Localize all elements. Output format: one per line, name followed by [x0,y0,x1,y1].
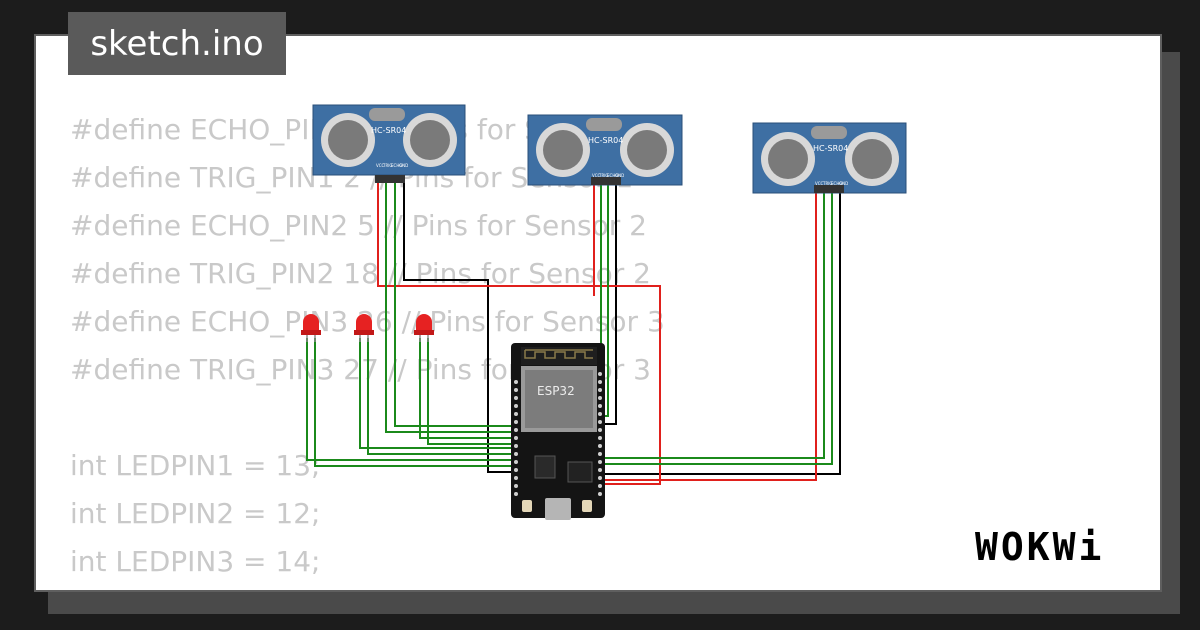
code-line: int LEDPIN3 = 14; [70,545,321,578]
pin-label: ECHO [607,173,618,178]
pin-label: TRIG [598,173,609,178]
crystal-icon [369,108,405,121]
crystal-icon [586,118,622,131]
ultrasonic-sensor-3[interactable]: HC-SR04 VCC TRIG ECHO GND [752,122,907,194]
wire-echo-sensor2 [604,182,609,417]
button-boot-icon [522,500,532,512]
antenna-icon [524,349,593,359]
led-1[interactable] [301,314,321,342]
wire-led2-cathode [367,338,515,455]
transducer-mesh-icon [852,139,892,179]
wire-gnd-sensor3 [604,192,841,475]
code-line: int LEDPIN1 = 13; [70,449,321,482]
transducer-mesh-icon [768,139,808,179]
usb-connector [545,498,571,520]
pin-label: VCC [815,181,824,186]
wire-gnd-sensor1 [403,182,515,473]
wire-gnd-sensor2 [604,182,617,425]
pin-header [375,175,405,183]
ultrasonic-sensor-2[interactable]: HC-SR04 VCC TRIG ECHO GND [527,114,683,186]
wire-led2-anode [359,338,515,449]
pin-header [814,185,844,193]
left-pin-header [514,380,518,496]
pin-label: VCC [376,163,385,168]
sensor-label: HC-SR04 [813,144,848,153]
ultrasonic-sensor-1[interactable]: HC-SR04 VCC TRIG ECHO GND [312,104,466,183]
pin-label: GND [615,173,624,178]
esp32-board[interactable]: ESP32 [511,343,605,520]
wire-trig-sensor1 [385,182,515,433]
wire-echo-sensor1 [394,182,515,427]
wire-led1-anode [306,338,515,461]
led-body [416,314,432,332]
sensor-label: HC-SR04 [588,136,623,145]
pin-label: VCC [592,173,601,178]
pin-label: GND [839,181,848,186]
pin-label: ECHO [831,181,842,186]
pin-label: TRIG [822,181,833,186]
transducer-mesh-icon [410,120,450,160]
wires [306,182,841,485]
wire-trig-sensor3 [604,192,825,459]
led-rim [414,330,434,335]
led-body [303,314,319,332]
usb-chip [567,461,593,483]
sensor-label: HC-SR04 [371,126,406,135]
pin-header [591,177,621,185]
code-line: #define TRIG_PIN2 18 // Pins for Sensor … [70,257,651,290]
wire-led3-anode [419,338,515,439]
led-2[interactable] [354,314,374,342]
led-rim [301,330,321,335]
wokwi-logo: WOKWi [975,525,1105,569]
wire-vcc-sensor1 [377,182,661,485]
wire-led3-cathode [427,338,515,445]
led-3[interactable] [414,314,434,342]
transducer-mesh-icon [627,130,667,170]
code-line: #define ECHO_PIN3 26 // Pins for Sensor … [70,305,665,338]
right-pin-header [598,372,602,496]
button-reset-icon [582,500,592,512]
pin-label: TRIG [382,163,393,168]
code-line: #define ECHO_PIN2 5 // Pins for Sensor 2 [70,209,647,242]
filename-tab[interactable]: sketch.ino [68,12,286,75]
led-body [356,314,372,332]
wire-echo-sensor3 [604,192,833,465]
module-can [525,370,593,428]
transducer-mesh-icon [543,130,583,170]
transducer-mesh-icon [328,120,368,160]
regulator-chip [534,455,556,479]
wire-led1-cathode [314,338,515,467]
pin-label: GND [399,163,408,168]
code-line: int LEDPIN2 = 12; [70,497,321,530]
led-rim [354,330,374,335]
crystal-icon [811,126,847,139]
mcu-label: ESP32 [537,384,575,398]
wire-vcc-sensor3 [604,192,817,481]
pin-label: ECHO [391,163,402,168]
